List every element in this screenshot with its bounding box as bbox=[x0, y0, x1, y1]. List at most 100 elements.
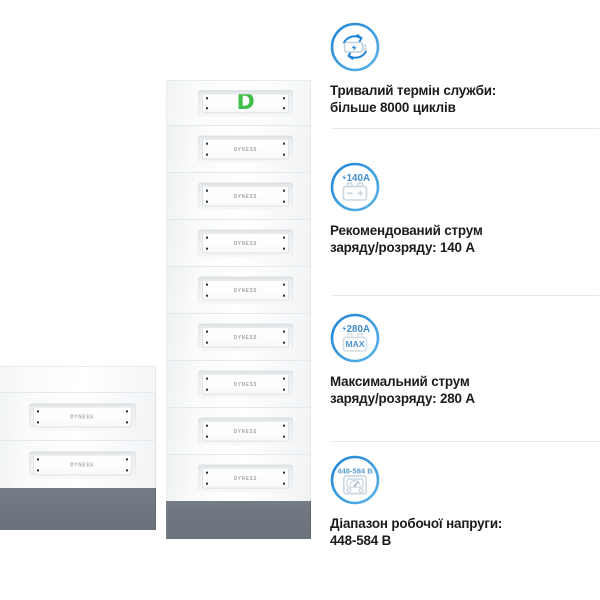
battery-module: DYNESS bbox=[166, 407, 311, 454]
screw-icon bbox=[36, 457, 39, 460]
tall-stack-top-cover: D bbox=[166, 80, 311, 125]
screw-icon bbox=[36, 421, 39, 424]
module-plate-well: DYNESS bbox=[198, 135, 293, 163]
screw-icon bbox=[282, 471, 285, 474]
small-stack-base bbox=[0, 488, 156, 530]
module-plate-well: DYNESS bbox=[28, 450, 136, 479]
screw-icon bbox=[282, 482, 285, 485]
module-brand-text: DYNESS bbox=[70, 413, 94, 420]
screw-icon bbox=[282, 236, 285, 239]
screw-icon bbox=[206, 189, 209, 192]
module-brand-text: DYNESS bbox=[233, 287, 258, 293]
feature-list: Тривалий термін служби: більше 8000 цикл… bbox=[330, 0, 600, 600]
module-plate-well: DYNESS bbox=[198, 370, 293, 398]
screw-icon bbox=[36, 409, 39, 412]
small-battery-stack: DYNESS DYNESS bbox=[0, 366, 156, 530]
module-brand-text: DYNESS bbox=[233, 146, 258, 152]
module-name-plate: DYNESS bbox=[202, 373, 289, 395]
module-brand-text: DYNESS bbox=[233, 193, 258, 199]
screw-icon bbox=[282, 435, 285, 438]
module-name-plate: DYNESS bbox=[202, 420, 289, 442]
feature-title: Максимальний струм заряду/розряду: 280 А bbox=[330, 374, 475, 407]
screw-icon bbox=[36, 469, 39, 472]
feature-item-voltage-range: 448-584 В Діапазон робочої напруги: 448-… bbox=[330, 455, 600, 550]
module-plate-well: DYNESS bbox=[198, 229, 293, 257]
screw-icon bbox=[282, 189, 285, 192]
screw-icon bbox=[206, 388, 209, 391]
product-image-area: DYNESS DYNESS bbox=[0, 80, 311, 539]
module-name-plate: DYNESS bbox=[202, 279, 289, 301]
screw-icon bbox=[206, 377, 209, 380]
screw-icon bbox=[282, 341, 285, 344]
screw-icon bbox=[206, 471, 209, 474]
screw-icon bbox=[206, 142, 209, 145]
module-name-plate: DYNESS bbox=[202, 467, 289, 489]
screw-icon bbox=[206, 106, 209, 109]
icon-sublabel: MAX bbox=[345, 339, 364, 349]
feature-item-recommended-current: 140A Рекомендований струм заряду/розряду… bbox=[330, 162, 600, 257]
feature-divider bbox=[333, 128, 599, 129]
screw-icon bbox=[282, 97, 285, 100]
feature-title: Рекомендований струм заряду/розряду: 140… bbox=[330, 223, 483, 256]
battery-140a-icon: 140A bbox=[330, 162, 380, 212]
module-plate-well: DYNESS bbox=[198, 182, 293, 210]
module-plate-well: DYNESS bbox=[198, 464, 293, 492]
screw-icon bbox=[206, 97, 209, 100]
feature-title: Тривалий термін служби: більше 8000 цикл… bbox=[330, 83, 497, 116]
battery-module: DYNESS bbox=[166, 360, 311, 407]
screw-icon bbox=[206, 283, 209, 286]
module-plate-well: DYNESS bbox=[198, 323, 293, 351]
screw-icon bbox=[125, 457, 128, 460]
feature-item-max-current: 280A MAX Максимальний струм заряду/розря… bbox=[330, 313, 600, 408]
module-name-plate: DYNESS bbox=[32, 405, 132, 428]
voltmeter-icon: 448-584 В bbox=[330, 455, 380, 505]
screw-icon bbox=[125, 421, 128, 424]
screw-icon bbox=[282, 200, 285, 203]
screw-icon bbox=[282, 106, 285, 109]
logo-plate-well: D bbox=[198, 90, 293, 116]
screw-icon bbox=[282, 424, 285, 427]
icon-label: 448-584 В bbox=[337, 467, 373, 476]
screw-icon bbox=[206, 435, 209, 438]
module-brand-text: DYNESS bbox=[70, 461, 94, 468]
module-brand-text: DYNESS bbox=[233, 381, 258, 387]
module-brand-text: DYNESS bbox=[233, 428, 258, 434]
icon-label: 280A bbox=[347, 324, 370, 335]
feature-divider bbox=[333, 441, 599, 442]
screw-icon bbox=[206, 200, 209, 203]
module-name-plate: DYNESS bbox=[202, 326, 289, 348]
tall-battery-stack: D DYNESS DYNESS DYNESS DYNESS DYNESS DYNESS DY… bbox=[166, 80, 311, 539]
module-plate-well: DYNESS bbox=[28, 402, 136, 431]
module-name-plate: DYNESS bbox=[202, 232, 289, 254]
battery-module: DYNESS bbox=[166, 125, 311, 172]
screw-icon bbox=[282, 330, 285, 333]
tall-stack-base bbox=[166, 501, 311, 539]
battery-module: DYNESS bbox=[166, 219, 311, 266]
battery-module: DYNESS bbox=[0, 392, 156, 440]
module-plate-well: DYNESS bbox=[198, 276, 293, 304]
screw-icon bbox=[125, 469, 128, 472]
battery-recycle-icon bbox=[330, 22, 380, 72]
screw-icon bbox=[206, 294, 209, 297]
module-brand-text: DYNESS bbox=[233, 475, 258, 481]
module-brand-text: DYNESS bbox=[233, 334, 258, 340]
screw-icon bbox=[282, 142, 285, 145]
feature-divider bbox=[333, 295, 599, 296]
battery-module: DYNESS bbox=[166, 172, 311, 219]
module-name-plate: DYNESS bbox=[32, 453, 132, 476]
screw-icon bbox=[206, 236, 209, 239]
feature-title: Діапазон робочої напруги: 448-584 В bbox=[330, 516, 503, 549]
logo-name-plate: D bbox=[202, 93, 289, 113]
screw-icon bbox=[282, 377, 285, 380]
screw-icon bbox=[206, 341, 209, 344]
battery-module: DYNESS bbox=[166, 454, 311, 501]
screw-icon bbox=[125, 409, 128, 412]
icon-label: 140A bbox=[347, 173, 370, 184]
screw-icon bbox=[282, 388, 285, 391]
brand-logo: D bbox=[236, 93, 255, 113]
module-name-plate: DYNESS bbox=[202, 185, 289, 207]
screw-icon bbox=[206, 330, 209, 333]
screw-icon bbox=[282, 294, 285, 297]
screw-icon bbox=[282, 153, 285, 156]
